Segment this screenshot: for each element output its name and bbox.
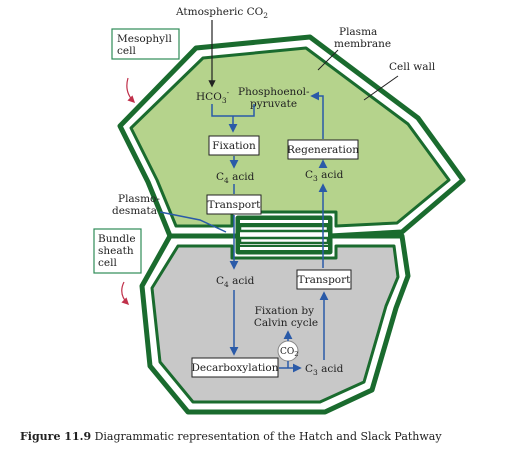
atmospheric-co2-label: Atmospheric CO2 <box>175 6 268 20</box>
plasma-membrane-label: Plasma membrane <box>334 26 391 50</box>
hco3-label: HCO3- <box>196 88 230 105</box>
fixation-label: Fixation <box>212 140 256 152</box>
decarboxylation-to-c3-arrow <box>279 361 300 368</box>
decarboxylation-label: Decarboxylation <box>192 362 279 374</box>
mesophyll-label: Mesophyll cell <box>117 33 175 57</box>
c4-acid-top-label: C4 acid <box>216 171 255 185</box>
pep-label: Phosphoenol- pyruvate <box>238 86 313 110</box>
cell-wall-pointer <box>363 75 399 101</box>
figure-caption: Figure 11.9 Diagrammatic representation … <box>20 430 442 443</box>
plasmodesmata-label: Plasmo- desmata <box>112 193 163 217</box>
c3-acid-top-label: C3 acid <box>305 169 344 183</box>
mesophyll-label-box <box>111 28 180 60</box>
mesophyll-cytoplasm <box>129 46 451 228</box>
bundle-sheath-label: Bundle sheath cell <box>98 233 139 269</box>
transport-top-label: Transport <box>208 199 261 211</box>
c3-acid-bottom-label: C3 acid <box>305 363 344 377</box>
plasmodesmata-channel <box>238 220 330 250</box>
bundle-sheath-label-box <box>93 228 142 274</box>
regeneration-label: Regeneration <box>287 144 359 156</box>
plasma-membrane-pointer <box>317 49 339 71</box>
cell-wall-label: Cell wall <box>389 61 436 73</box>
transport-top-box <box>206 194 262 215</box>
transport-bottom-box <box>296 269 352 290</box>
plasmodesmata-pointer <box>159 211 227 233</box>
transport-bottom-label: Transport <box>298 274 351 286</box>
mesophyll-cell <box>117 34 466 239</box>
mesophyll-callout-arrow <box>126 77 136 104</box>
co2-circle-label: CO2 <box>280 347 298 358</box>
decarboxylation-box <box>191 357 279 378</box>
fixation-box <box>208 135 260 156</box>
fixation-calvin-label: Fixation by Calvin cycle <box>254 305 318 329</box>
c4-acid-bottom-label: C4 acid <box>216 275 255 289</box>
regeneration-to-pep-arrow <box>310 91 324 139</box>
bundle-sheath-callout-arrow <box>121 281 130 306</box>
regeneration-box <box>287 139 359 160</box>
